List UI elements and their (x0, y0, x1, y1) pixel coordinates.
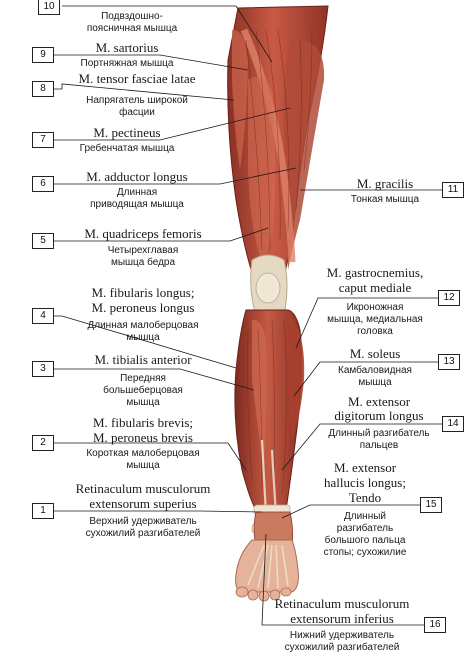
leader-line-6 (32, 167, 297, 185)
label-14-latin-2: digitorum longus (334, 408, 424, 423)
label-number-9: 9 (32, 47, 54, 63)
label-10-russian-1: Подвздошно- (101, 11, 163, 22)
leader-line-1 (32, 510, 263, 513)
label-1-russian-1: Верхний удерживатель (89, 516, 197, 527)
label-3-latin: M. tibialis anterior (94, 352, 192, 367)
leader-line-16 (261, 533, 446, 626)
label-8-russian-2: фасции (119, 107, 155, 118)
label-1-latin-1: Retinaculum musculorum (75, 481, 211, 496)
label-16-russian-2: сухожилий разгибателей (284, 642, 400, 653)
label-13-russian-1: Камбаловидная (338, 365, 412, 376)
label-6-russian-1: Длинная (116, 187, 158, 198)
leader-line-7 (32, 107, 291, 141)
label-1-russian-2: сухожилий разгибателей (85, 528, 201, 539)
label-16-latin-2: extensorum inferius (290, 611, 394, 626)
label-3-russian-2: большеберцовая (103, 385, 183, 396)
label-5-russian-2: мышца бедра (110, 257, 176, 268)
label-1-latin-2: extensorum superius (89, 496, 197, 511)
label-number-4: 4 (32, 308, 54, 324)
label-number-12: 12 (438, 290, 460, 306)
gastrocnemius-medial (286, 312, 305, 440)
label-14-russian-2: пальцев (359, 440, 399, 451)
label-6-latin: M. adductor longus (86, 169, 188, 184)
label-11-latin: M. gracilis (356, 176, 414, 191)
label-12-russian-3: головка (357, 326, 393, 337)
leader-line-5 (32, 227, 269, 242)
leader-line-10 (62, 5, 273, 63)
label-8-latin: M. tensor fasciae latae (78, 71, 196, 86)
label-7-latin: M. pectineus (93, 125, 161, 140)
label-15-russian-1: Длинный (343, 511, 386, 522)
label-5-latin: M. quadriceps femoris (84, 226, 202, 241)
leader-line-9 (32, 54, 249, 71)
label-12-russian-1: Икроножная (346, 302, 404, 313)
label-number-7: 7 (32, 132, 54, 148)
label-4-russian-2: мышца (126, 332, 160, 343)
label-12-russian-2: мышца, медиальная (327, 314, 423, 325)
quadriceps-muscle (248, 76, 276, 263)
label-12-latin-2: caput mediale (338, 280, 412, 295)
label-14-latin-1: M. extensor (347, 394, 411, 409)
label-number-14: 14 (442, 416, 464, 432)
label-number-15: 15 (420, 497, 442, 513)
label-number-16: 16 (424, 617, 446, 633)
label-8-russian-1: Напрягатель широкой (86, 95, 188, 106)
label-9-latin: M. sartorius (95, 40, 159, 55)
label-2-latin-1: M. fibularis brevis; (92, 415, 193, 430)
label-2-latin-2: M. peroneus brevis (92, 430, 193, 445)
label-15-latin-1: M. extensor (333, 460, 397, 475)
label-4-russian-1: Длинная малоберцовая (87, 320, 199, 331)
label-3-russian-3: мышца (126, 397, 160, 408)
label-6-russian-2: приводящая мышца (90, 199, 184, 210)
label-10-russian-2: поясничная мышца (86, 23, 178, 34)
leader-line-2 (32, 442, 247, 471)
adductor-region (283, 39, 325, 270)
label-14-russian-1: Длинный разгибатель (328, 428, 430, 439)
label-15-russian-4: стопы; сухожилие (323, 547, 407, 558)
label-13-latin: M. soleus (349, 346, 401, 361)
leader-line-12 (295, 297, 442, 349)
label-number-5: 5 (32, 233, 54, 249)
label-16-russian-1: Нижний удерживатель (289, 630, 395, 641)
label-4-latin-2: M. peroneus longus (91, 300, 195, 315)
label-15-russian-3: большого пальца (324, 535, 406, 546)
label-4-latin-1: M. fibularis longus; (91, 285, 195, 300)
label-13-russian-2: мышца (358, 377, 392, 388)
label-number-2: 2 (32, 435, 54, 451)
label-2-russian-2: мышца (126, 460, 160, 471)
tibialis-anterior (252, 319, 267, 470)
label-number-8: 8 (32, 81, 54, 97)
label-15-russian-2: разгибатель (336, 523, 394, 534)
label-16-latin-1: Retinaculum musculorum (274, 596, 410, 611)
label-3-russian-1: Передняя (120, 373, 166, 384)
label-15-latin-2: hallucis longus; (324, 475, 406, 490)
label-7-russian: Гребенчатая мышца (79, 143, 175, 154)
label-15-latin-3: Tendo (348, 490, 382, 505)
label-12-latin-1: M. gastrocnemius, (326, 265, 424, 280)
sartorius-muscle (240, 28, 296, 263)
leader-line-3 (32, 368, 255, 391)
label-2-russian-1: Короткая малоберцовая (86, 448, 200, 459)
label-number-1: 1 (32, 503, 54, 519)
leader-line-15 (281, 504, 420, 519)
label-number-3: 3 (32, 361, 54, 377)
label-number-10: 10 (38, 0, 60, 15)
label-number-13: 13 (438, 354, 460, 370)
label-11-russian: Тонкая мышца (350, 194, 420, 205)
label-number-6: 6 (32, 176, 54, 192)
leader-line-14 (281, 423, 442, 471)
label-number-11: 11 (442, 182, 464, 198)
label-5-russian-1: Четырехглавая (107, 245, 179, 256)
tensor-fasciae-latae (232, 29, 248, 170)
label-9-russian: Портняжная мышца (80, 58, 174, 69)
leader-line-13 (293, 361, 442, 397)
patella (255, 272, 281, 304)
